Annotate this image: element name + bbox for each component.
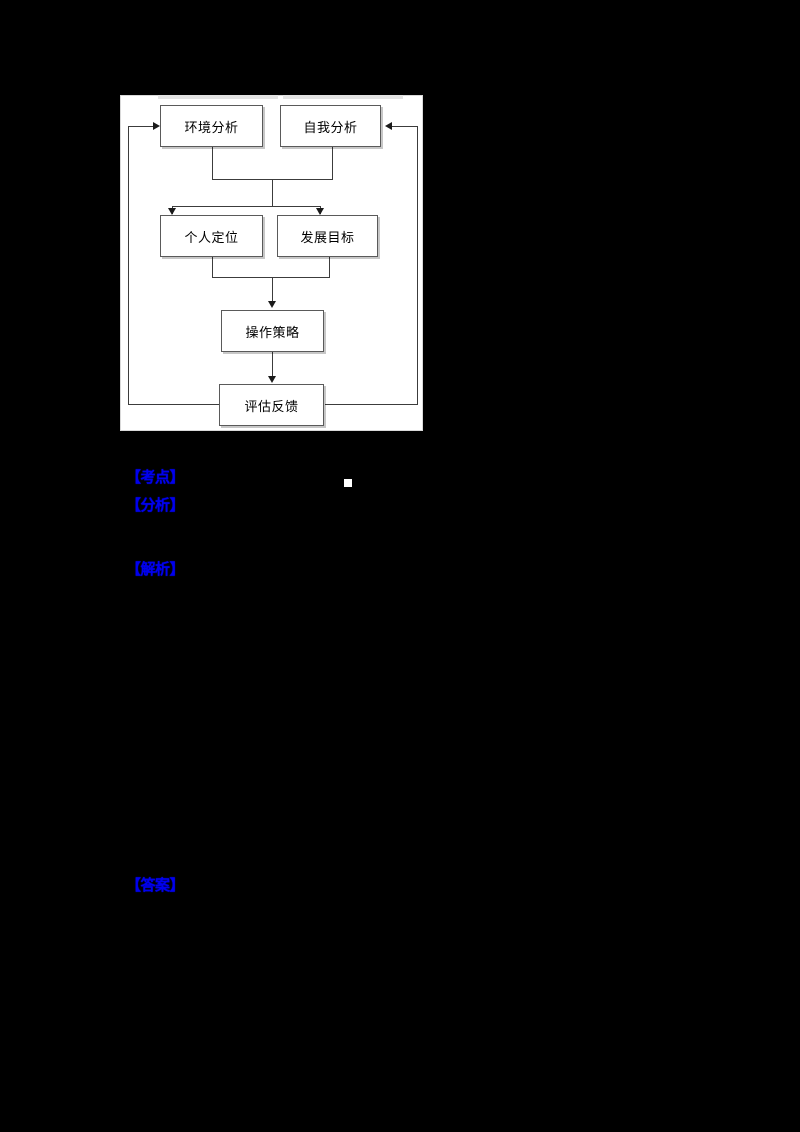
flow-node-label: 环境分析: [184, 120, 239, 136]
stray-white-square-artifact: [344, 479, 352, 487]
scan-band-right: [283, 95, 403, 99]
marker-analysis: 【分析】: [126, 496, 185, 514]
connector-feedback-to-environment-h1: [128, 404, 219, 405]
flow-node-label: 操作策略: [245, 325, 300, 341]
arrow-into-environment-analysis: [153, 122, 160, 130]
flow-node-label: 评估反馈: [244, 399, 299, 415]
arrow-into-operation-strategy: [268, 301, 276, 308]
marker-answer: 【解析】: [126, 560, 185, 578]
connector-feedback-to-environment-v: [128, 126, 129, 405]
flow-node-label: 自我分析: [303, 120, 358, 136]
arrow-into-evaluation-feedback: [268, 376, 276, 383]
connector-top-merge-stem: [272, 179, 273, 206]
flowchart-canvas: 环境分析 自我分析 个人定位 发展目标 操作策略 评估反馈: [120, 95, 423, 431]
flow-node-self-analysis[interactable]: 自我分析: [280, 105, 381, 147]
arrow-into-development-goal: [316, 208, 324, 215]
connector-split-bar: [172, 206, 320, 207]
connector-feedback-to-self-h2: [392, 126, 417, 127]
connector-self-down: [332, 147, 333, 179]
flow-node-evaluation-feedback[interactable]: 评估反馈: [219, 384, 324, 426]
marker-note: 【答案】: [126, 876, 185, 894]
flow-node-label: 个人定位: [184, 230, 239, 246]
connector-environment-down: [212, 147, 213, 179]
flow-node-personal-positioning[interactable]: 个人定位: [160, 215, 263, 257]
flow-node-operation-strategy[interactable]: 操作策略: [221, 310, 324, 352]
flow-node-environment-analysis[interactable]: 环境分析: [160, 105, 263, 147]
arrow-into-personal-positioning: [168, 208, 176, 215]
arrow-into-self-analysis: [385, 122, 392, 130]
flow-node-development-goal[interactable]: 发展目标: [277, 215, 378, 257]
marker-exam-point: 【考点】: [126, 468, 185, 486]
connector-mid-merge-stem: [272, 277, 273, 303]
connector-strategy-to-feedback: [272, 352, 273, 377]
connector-goal-down: [329, 257, 330, 277]
connector-feedback-to-self-h1: [325, 404, 417, 405]
connector-feedback-to-self-v: [417, 126, 418, 405]
scan-band-left: [158, 95, 278, 99]
connector-mid-merge-bar: [212, 277, 330, 278]
flow-node-label: 发展目标: [300, 230, 355, 246]
connector-personal-down: [212, 257, 213, 277]
connector-feedback-to-environment-h2: [128, 126, 153, 127]
